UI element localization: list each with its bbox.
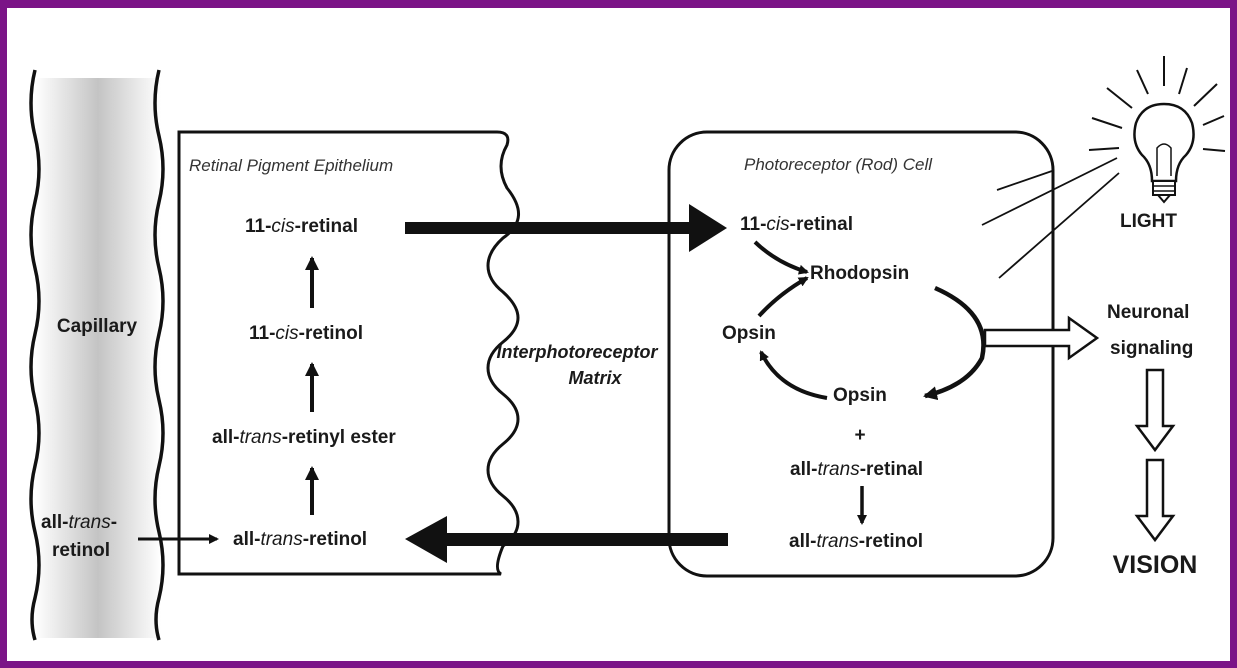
capillary-wall-right	[153, 69, 165, 641]
opsin-left-label: Opsin	[722, 323, 776, 344]
rpe-retinyl-ester: all-trans-retinyl ester	[212, 427, 396, 448]
plus-sign: +	[854, 425, 865, 446]
light-bulb-icon	[1088, 56, 1226, 204]
vision-label: VISION	[1113, 551, 1198, 579]
rod-title: Photoreceptor (Rod) Cell	[744, 155, 933, 174]
visual-cycle-diagram: Capillary Retinal Pigment Epithelium Pho…	[29, 56, 1226, 641]
rpe-11cis-retinal: 11-cis-retinal	[245, 216, 358, 237]
matrix-label-line1: Interphotoreceptor	[496, 342, 658, 362]
rpe-all-trans-retinol: all-trans-retinol	[233, 529, 367, 550]
blood-retinol-line2: retinol	[52, 540, 110, 561]
rod-all-trans-retinol: all-trans-retinol	[789, 531, 923, 552]
rpe-11cis-retinol: 11-cis-retinol	[249, 323, 363, 344]
arrow-down-2	[1134, 458, 1176, 543]
blood-retinol-line1: all-trans-	[41, 512, 117, 533]
arrow-down-1	[1134, 368, 1176, 453]
rhodopsin-label: Rhodopsin	[810, 263, 909, 284]
matrix-label-line2: Matrix	[568, 368, 622, 388]
arrow-retinal-to-rhodopsin	[753, 240, 809, 275]
neuronal-label-line1: Neuronal	[1107, 302, 1189, 323]
light-label: LIGHT	[1120, 211, 1177, 232]
diagram-frame: Capillary Retinal Pigment Epithelium Pho…	[7, 8, 1230, 661]
opsin-bottom-label: Opsin	[833, 385, 887, 406]
rod-11cis-retinal: 11-cis-retinal	[740, 214, 853, 235]
arrow-to-neuronal-signaling	[983, 315, 1100, 361]
capillary-wall-left	[29, 69, 41, 641]
capillary-label: Capillary	[57, 316, 138, 337]
capillary-shading	[35, 78, 161, 638]
arrow-rpe-to-rod	[405, 204, 727, 252]
arrow-opsin-to-rhodopsin	[757, 276, 809, 318]
rod-cell	[667, 130, 1055, 578]
arrow-rhodopsin-to-opsin	[923, 285, 986, 401]
rpe-title: Retinal Pigment Epithelium	[189, 156, 393, 175]
neuronal-label-line2: signaling	[1110, 338, 1193, 359]
light-rays	[981, 157, 1120, 279]
arrow-opsin-to-opsin	[759, 350, 828, 400]
rpe-cell	[177, 130, 520, 576]
rod-all-trans-retinal: all-trans-retinal	[790, 459, 923, 480]
capillary: Capillary	[29, 69, 165, 641]
arrow-rod-to-rpe	[405, 516, 728, 563]
